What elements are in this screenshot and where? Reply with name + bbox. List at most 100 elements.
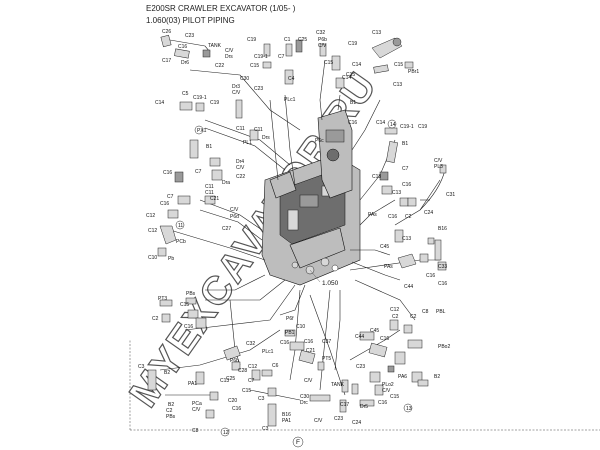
label: C23: [185, 33, 194, 39]
label: C/V: [236, 165, 245, 171]
label: PLc1: [284, 97, 296, 103]
label: C7: [167, 194, 174, 200]
label: C19: [348, 41, 357, 47]
label: C44: [404, 284, 413, 290]
label: C21: [210, 196, 219, 202]
label: C2: [392, 314, 399, 320]
page-subtitle: 1.060(03) PILOT PIPING: [146, 16, 235, 25]
label: C31: [446, 192, 455, 198]
label: B1: [206, 144, 212, 150]
pilot-lines: [159, 59, 441, 401]
label: C19: [418, 124, 427, 130]
label: C14: [155, 100, 164, 106]
label: C19: [210, 100, 219, 106]
label: C15: [324, 60, 333, 66]
label: C3: [262, 426, 269, 432]
label: B16: [438, 226, 447, 232]
label: C16: [178, 44, 187, 50]
label: C13: [372, 30, 381, 36]
label: C2: [405, 214, 412, 220]
label: C13: [392, 190, 401, 196]
label: PT3: [158, 296, 167, 302]
label: C2: [166, 408, 173, 414]
label: C14: [342, 75, 351, 81]
label: PA6: [398, 374, 407, 380]
label: Dr3: [232, 84, 240, 90]
label: C/V: [434, 158, 443, 164]
label: B1: [350, 100, 356, 106]
label: PA1: [282, 418, 291, 424]
label: C25: [298, 37, 307, 43]
leader-1050: [309, 269, 321, 283]
label: 14: [390, 122, 396, 128]
label: C11: [236, 126, 245, 132]
label: C/V: [382, 388, 391, 394]
label: C/V: [192, 407, 201, 413]
label: C14: [352, 62, 361, 68]
label: C22: [236, 174, 245, 180]
label: C18: [372, 174, 381, 180]
main-ref: 1.050: [322, 280, 339, 287]
label: C16: [388, 214, 397, 220]
label: C/V: [225, 48, 234, 54]
label: C15: [250, 63, 259, 69]
control-valve-block: [261, 109, 361, 286]
label: C13: [402, 236, 411, 242]
label: B2: [164, 370, 170, 376]
fittings: [147, 34, 447, 427]
label: Dra: [222, 180, 230, 186]
label: C15: [180, 302, 189, 308]
label: C17: [340, 402, 349, 408]
label: C27: [222, 226, 231, 232]
label: 11: [178, 223, 183, 229]
label: C45: [370, 328, 379, 334]
label: Pb: [168, 256, 174, 262]
label: C/V: [318, 43, 327, 49]
label: PA1: [188, 381, 197, 387]
label: PLc1: [262, 349, 274, 355]
label: Dr4: [236, 159, 244, 165]
label: C1: [284, 37, 291, 43]
label: C3: [258, 396, 265, 402]
label: C16: [380, 336, 389, 342]
label: C17: [162, 58, 171, 64]
label: C13: [393, 82, 402, 88]
label: C8: [192, 428, 199, 434]
bottom-ref-F: F: [296, 439, 300, 446]
label: C15: [242, 388, 251, 394]
label: TANK: [208, 43, 222, 49]
label: B16: [282, 412, 291, 418]
label: C16: [184, 324, 193, 330]
label: C24: [352, 420, 361, 426]
label: C25: [226, 376, 235, 382]
label: C19-1: [254, 54, 268, 60]
label: C15: [394, 62, 403, 68]
label: PB1: [285, 330, 295, 336]
label: C16: [304, 339, 313, 345]
label: Dr6: [181, 60, 189, 66]
label: C15: [390, 394, 399, 400]
label: B2: [168, 402, 174, 408]
label: C/V: [304, 378, 313, 384]
label: PAs: [384, 264, 393, 270]
label: C15: [346, 72, 355, 78]
label: C22: [215, 63, 224, 69]
label: C11: [254, 127, 263, 133]
label: PBs: [186, 291, 196, 297]
label: C11: [205, 184, 214, 190]
label: C26: [162, 29, 171, 35]
label: PBs: [166, 414, 176, 420]
label: PCa: [192, 401, 202, 407]
label: C32: [246, 341, 255, 347]
label: C7: [195, 169, 202, 175]
label: C16: [163, 170, 172, 176]
label: C10: [296, 324, 305, 330]
label: Drs: [262, 135, 270, 141]
label: B1: [402, 141, 408, 147]
label: PL3: [434, 164, 443, 170]
label: C12: [148, 228, 157, 234]
label: C8: [422, 309, 429, 315]
label: C16: [348, 120, 357, 126]
page-title: E200SR CRAWLER EXCAVATOR (1/05- ): [146, 4, 296, 13]
